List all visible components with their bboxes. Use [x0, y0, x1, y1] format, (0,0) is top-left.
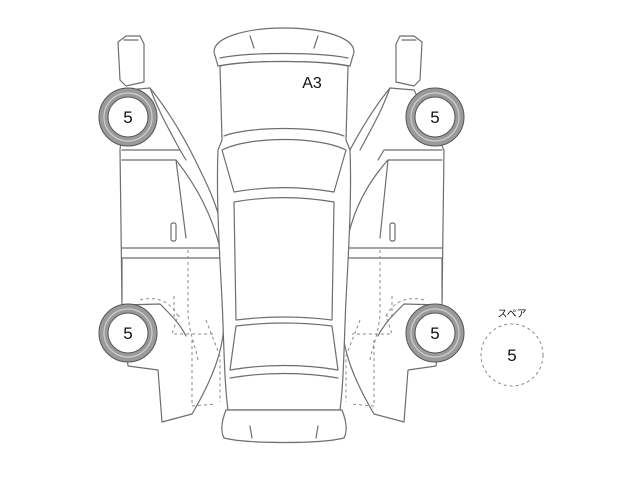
spare-label: スペア	[497, 309, 526, 320]
tire-left-front[interactable]: 5	[98, 87, 158, 147]
tire-right-rear[interactable]: 5	[405, 303, 465, 363]
top-view	[213, 27, 355, 444]
tire-right-rear-grade: 5	[430, 324, 439, 343]
area-code-label: A3	[302, 75, 322, 92]
tire-spare-grade: 5	[507, 346, 516, 365]
tire-left-front-grade: 5	[123, 108, 132, 127]
tire-right-front-grade: 5	[430, 108, 439, 127]
tire-right-front[interactable]: 5	[405, 87, 465, 147]
tire-spare[interactable]: スペア 5	[480, 309, 544, 387]
tire-left-rear[interactable]: 5	[98, 303, 158, 363]
tire-left-rear-grade: 5	[123, 324, 132, 343]
